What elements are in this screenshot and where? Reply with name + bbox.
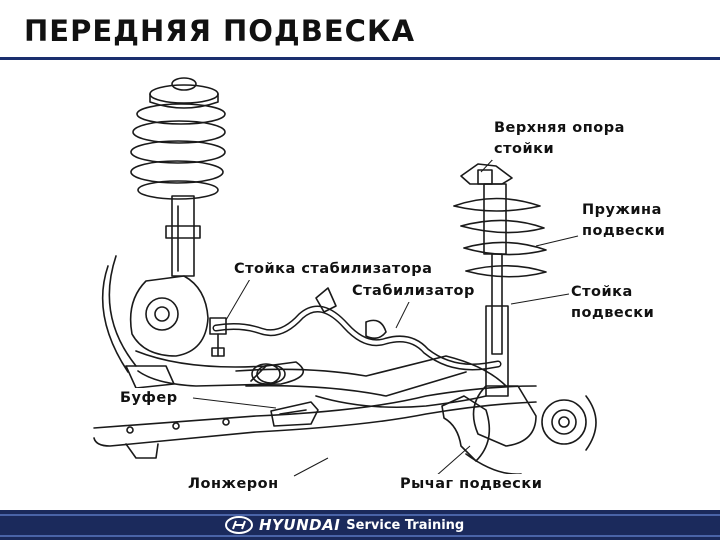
- label-control-arm: Рычаг подвески: [398, 474, 545, 495]
- label-top-mount: Верхняя опора стойки: [492, 118, 627, 160]
- right-strut-assembly: [441, 163, 597, 475]
- suspension-diagram: Верхняя опора стойки Пружина подвески Ст…: [66, 66, 668, 506]
- label-side-member: Лонжерон: [186, 474, 281, 495]
- side-member-drawing: [93, 385, 537, 459]
- label-bumper: Буфер: [118, 388, 180, 409]
- stabilizer-link-drawing: [209, 317, 227, 357]
- label-stabilizer: Стабилизатор: [350, 281, 477, 302]
- left-strut-assembly: [101, 77, 226, 389]
- label-spring: Пружина подвески: [580, 200, 668, 242]
- page-title: ПЕРЕДНЯЯ ПОДВЕСКА: [24, 14, 416, 48]
- title-underline: [0, 57, 720, 60]
- suspension-drawing: [93, 77, 597, 477]
- footer-logo: HYUNDAI Service Training: [225, 515, 464, 535]
- leader-lines: [192, 155, 579, 477]
- hyundai-emblem-icon: [225, 516, 253, 534]
- footer-brand: HYUNDAI: [259, 516, 341, 534]
- footer-subtitle: Service Training: [346, 517, 465, 533]
- stabilizer-bar-inner: [214, 306, 500, 369]
- footer-stripe-bottom: [0, 535, 720, 537]
- bumper-drawing: [270, 401, 319, 427]
- label-stabilizer-link: Стойка стабилизатора: [232, 259, 435, 280]
- label-strut: Стойка подвески: [569, 282, 657, 324]
- footer-stripe-top: [0, 514, 720, 516]
